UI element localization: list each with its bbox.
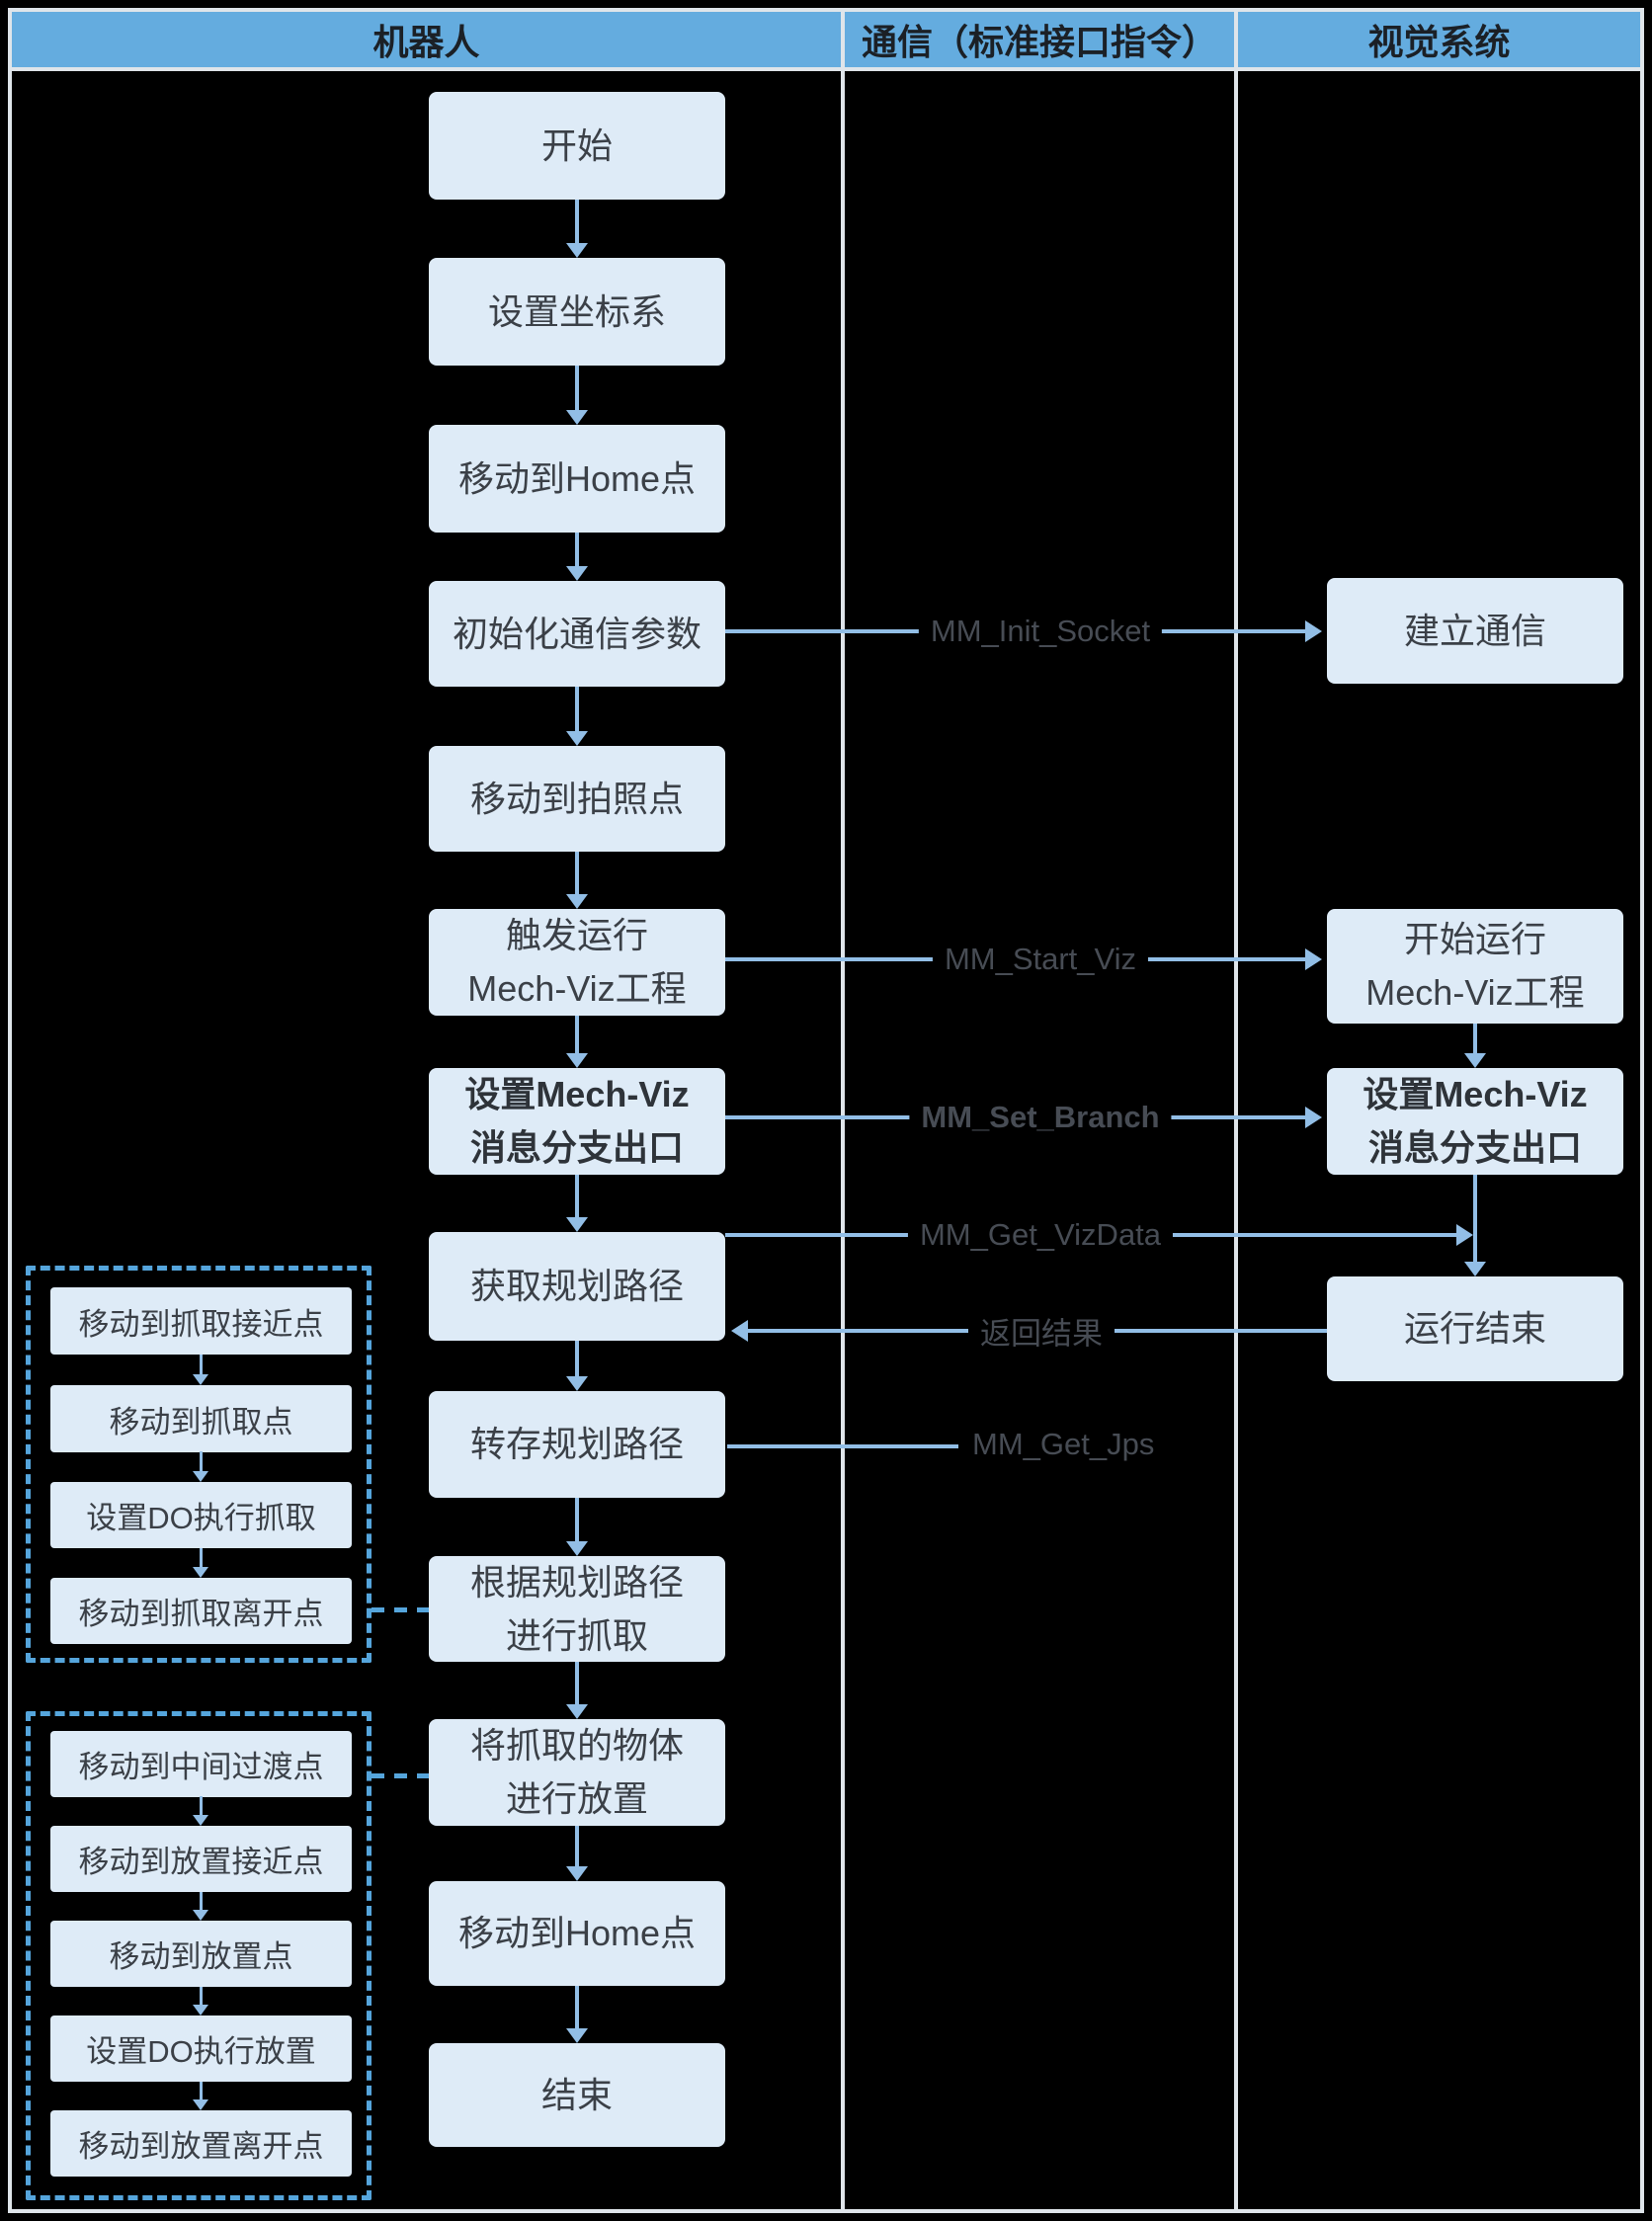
robot-node-start: 开始 — [429, 92, 725, 200]
grasp-group-connector — [372, 1607, 429, 1612]
down-arrow-icon — [1464, 1024, 1486, 1068]
comm-arrow-init-socket: MM_Init_Socket — [725, 614, 1322, 649]
comm-label-start-viz: MM_Start_Viz — [932, 942, 1149, 977]
comm-label-set-branch: MM_Set_Branch — [909, 1100, 1172, 1135]
vision-node-establish-communication: 建立通信 — [1327, 578, 1623, 684]
lane-header-robot: 机器人 — [12, 12, 841, 67]
comm-label-return-result: 返回结果 — [968, 1308, 1115, 1354]
lane-header-vision: 视觉系统 — [1238, 12, 1640, 67]
comm-label-init-socket: MM_Init_Socket — [918, 614, 1163, 649]
down-arrow-icon — [1464, 1175, 1486, 1276]
lane-divider — [841, 71, 845, 2209]
comm-line-get-jps — [727, 1444, 958, 1448]
comm-arrow-set-branch: MM_Set_Branch — [725, 1100, 1322, 1135]
diagram-frame — [8, 8, 1644, 2213]
place-subroutine-group — [26, 1711, 372, 2200]
down-arrow-icon — [566, 687, 588, 746]
place-group-connector — [372, 1773, 429, 1778]
vision-node-run-finished: 运行结束 — [1327, 1276, 1623, 1381]
vision-node-start-mech-viz: 开始运行 Mech-Viz工程 — [1327, 909, 1623, 1024]
down-arrow-icon — [566, 1986, 588, 2043]
down-arrow-icon — [190, 1892, 211, 1921]
robot-node-place-object: 将抓取的物体 进行放置 — [429, 1719, 725, 1826]
robot-node-grasp-by-path: 根据规划路径 进行抓取 — [429, 1556, 725, 1662]
place-node-set-do-place: 设置DO执行放置 — [50, 2015, 352, 2082]
down-arrow-icon — [566, 1826, 588, 1881]
grasp-node-grasp-point: 移动到抓取点 — [50, 1385, 352, 1452]
down-arrow-icon — [190, 1987, 211, 2015]
robot-node-move-to-home-2: 移动到Home点 — [429, 1881, 725, 1986]
down-arrow-icon — [566, 1175, 588, 1232]
down-arrow-icon — [190, 1796, 211, 1826]
grasp-node-leave-point: 移动到抓取离开点 — [50, 1578, 352, 1644]
down-arrow-icon — [566, 533, 588, 581]
grasp-subroutine-group — [26, 1266, 372, 1663]
down-arrow-icon — [566, 366, 588, 425]
grasp-node-approach-point: 移动到抓取接近点 — [50, 1287, 352, 1355]
robot-node-init-communication: 初始化通信参数 — [429, 581, 725, 687]
down-arrow-icon — [566, 852, 588, 909]
comm-arrow-start-viz: MM_Start_Viz — [725, 942, 1322, 977]
robot-node-trigger-mech-viz: 触发运行 Mech-Viz工程 — [429, 909, 725, 1016]
robot-node-store-planned-path: 转存规划路径 — [429, 1391, 725, 1498]
robot-node-get-planned-path: 获取规划路径 — [429, 1232, 725, 1341]
place-node-leave-point: 移动到放置离开点 — [50, 2110, 352, 2177]
lane-header-communication: 通信（标准接口指令） — [845, 12, 1234, 67]
down-arrow-icon — [190, 1355, 211, 1385]
robot-node-set-branch: 设置Mech-Viz 消息分支出口 — [429, 1068, 725, 1175]
robot-node-set-coordinate-system: 设置坐标系 — [429, 258, 725, 366]
down-arrow-icon — [566, 1498, 588, 1556]
down-arrow-icon — [190, 1451, 211, 1482]
down-arrow-icon — [566, 1341, 588, 1391]
robot-node-end: 结束 — [429, 2043, 725, 2147]
place-node-transition-point: 移动到中间过渡点 — [50, 1731, 352, 1797]
grasp-node-set-do-grasp: 设置DO执行抓取 — [50, 1482, 352, 1548]
comm-label-get-vizdata: MM_Get_VizData — [907, 1217, 1174, 1253]
comm-label-get-jps: MM_Get_Jps — [972, 1427, 1155, 1461]
down-arrow-icon — [190, 2082, 211, 2110]
place-node-place-point: 移动到放置点 — [50, 1921, 352, 1987]
comm-arrow-return-result: 返回结果 — [731, 1308, 1327, 1354]
lane-divider — [1234, 71, 1238, 2209]
robot-node-move-to-photo-point: 移动到拍照点 — [429, 746, 725, 852]
vision-node-set-branch: 设置Mech-Viz 消息分支出口 — [1327, 1068, 1623, 1175]
place-node-approach-point: 移动到放置接近点 — [50, 1826, 352, 1892]
robot-node-move-to-home: 移动到Home点 — [429, 425, 725, 533]
comm-arrow-get-vizdata: MM_Get_VizData — [725, 1217, 1473, 1253]
down-arrow-icon — [190, 1548, 211, 1578]
down-arrow-icon — [566, 1016, 588, 1068]
down-arrow-icon — [566, 200, 588, 258]
down-arrow-icon — [566, 1662, 588, 1719]
